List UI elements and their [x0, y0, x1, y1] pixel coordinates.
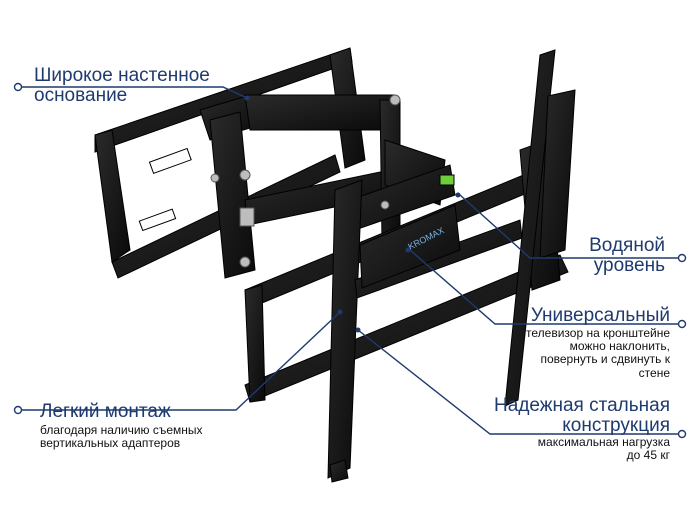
easy-mount-description: благодаря наличию съемных вертикальных а…: [40, 423, 203, 451]
swing-arms: [199, 94, 456, 279]
steel-construction-title: Надежная стальная конструкция: [494, 395, 670, 436]
universal-description: телевизор на кронштейне можно наклонить,…: [526, 326, 670, 380]
steel-construction-description: максимальная нагрузка до 45 кг: [537, 435, 670, 463]
tv-frame: [244, 49, 576, 483]
callout-anchor-dots: [244, 95, 461, 333]
water-level-vial: [439, 174, 455, 186]
water-level-title: Водяной уровень: [589, 235, 665, 276]
callout-dots: [13, 82, 687, 439]
wall-base-title: Широкое настенное основание: [34, 65, 210, 106]
easy-mount-title: Легкий монтаж: [40, 401, 171, 422]
callout-lines: [18, 86, 682, 435]
universal-title: Универсальный: [530, 305, 670, 326]
